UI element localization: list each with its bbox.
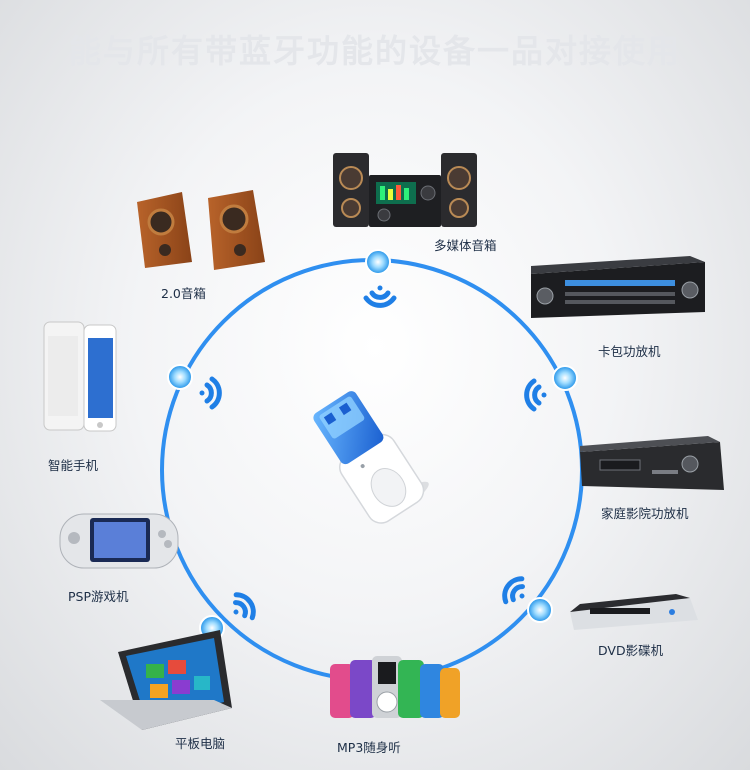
tablet-laptop-icon bbox=[100, 630, 232, 730]
dvd-player-icon bbox=[570, 594, 698, 630]
device-label-amplifier: 卡包功放机 bbox=[598, 344, 661, 359]
device-label-tablet: 平板电脑 bbox=[175, 736, 226, 751]
handheld-game-console-icon bbox=[59, 513, 179, 569]
ring-node-lower-right bbox=[527, 597, 553, 623]
device-label-hometheater: 家庭影院功放机 bbox=[601, 506, 689, 521]
smartphone-icon bbox=[43, 321, 117, 432]
device-label-psp: PSP游戏机 bbox=[68, 589, 129, 604]
wireless-signal-icon bbox=[199, 376, 222, 410]
multimedia-speaker-system-icon bbox=[333, 153, 477, 227]
device-label-speakers20: 2.0音箱 bbox=[161, 286, 206, 301]
device-label-dvd: DVD影碟机 bbox=[598, 643, 664, 658]
device-label-phone: 智能手机 bbox=[48, 458, 99, 473]
home-theater-receiver-icon bbox=[580, 436, 724, 490]
ring-node-top bbox=[365, 249, 391, 275]
wireless-signal-icon bbox=[502, 576, 525, 605]
device-label-multimedia: 多媒体音箱 bbox=[434, 238, 497, 253]
karaoke-amplifier-icon bbox=[531, 256, 705, 318]
ring-node-left bbox=[167, 364, 193, 390]
mp3-player-icon bbox=[330, 656, 460, 718]
device-label-mp3: MP3随身听 bbox=[337, 740, 401, 755]
bookshelf-speaker-pair-icon bbox=[137, 190, 265, 270]
usb-bluetooth-adapter-icon bbox=[313, 391, 429, 524]
wireless-signal-icon bbox=[363, 285, 397, 308]
ring-node-right bbox=[552, 365, 578, 391]
wireless-signal-icon bbox=[233, 592, 256, 621]
banner-text: 能与所有带蓝牙功能的设备一品对接使用 bbox=[68, 32, 681, 70]
wireless-signal-icon bbox=[524, 378, 547, 412]
